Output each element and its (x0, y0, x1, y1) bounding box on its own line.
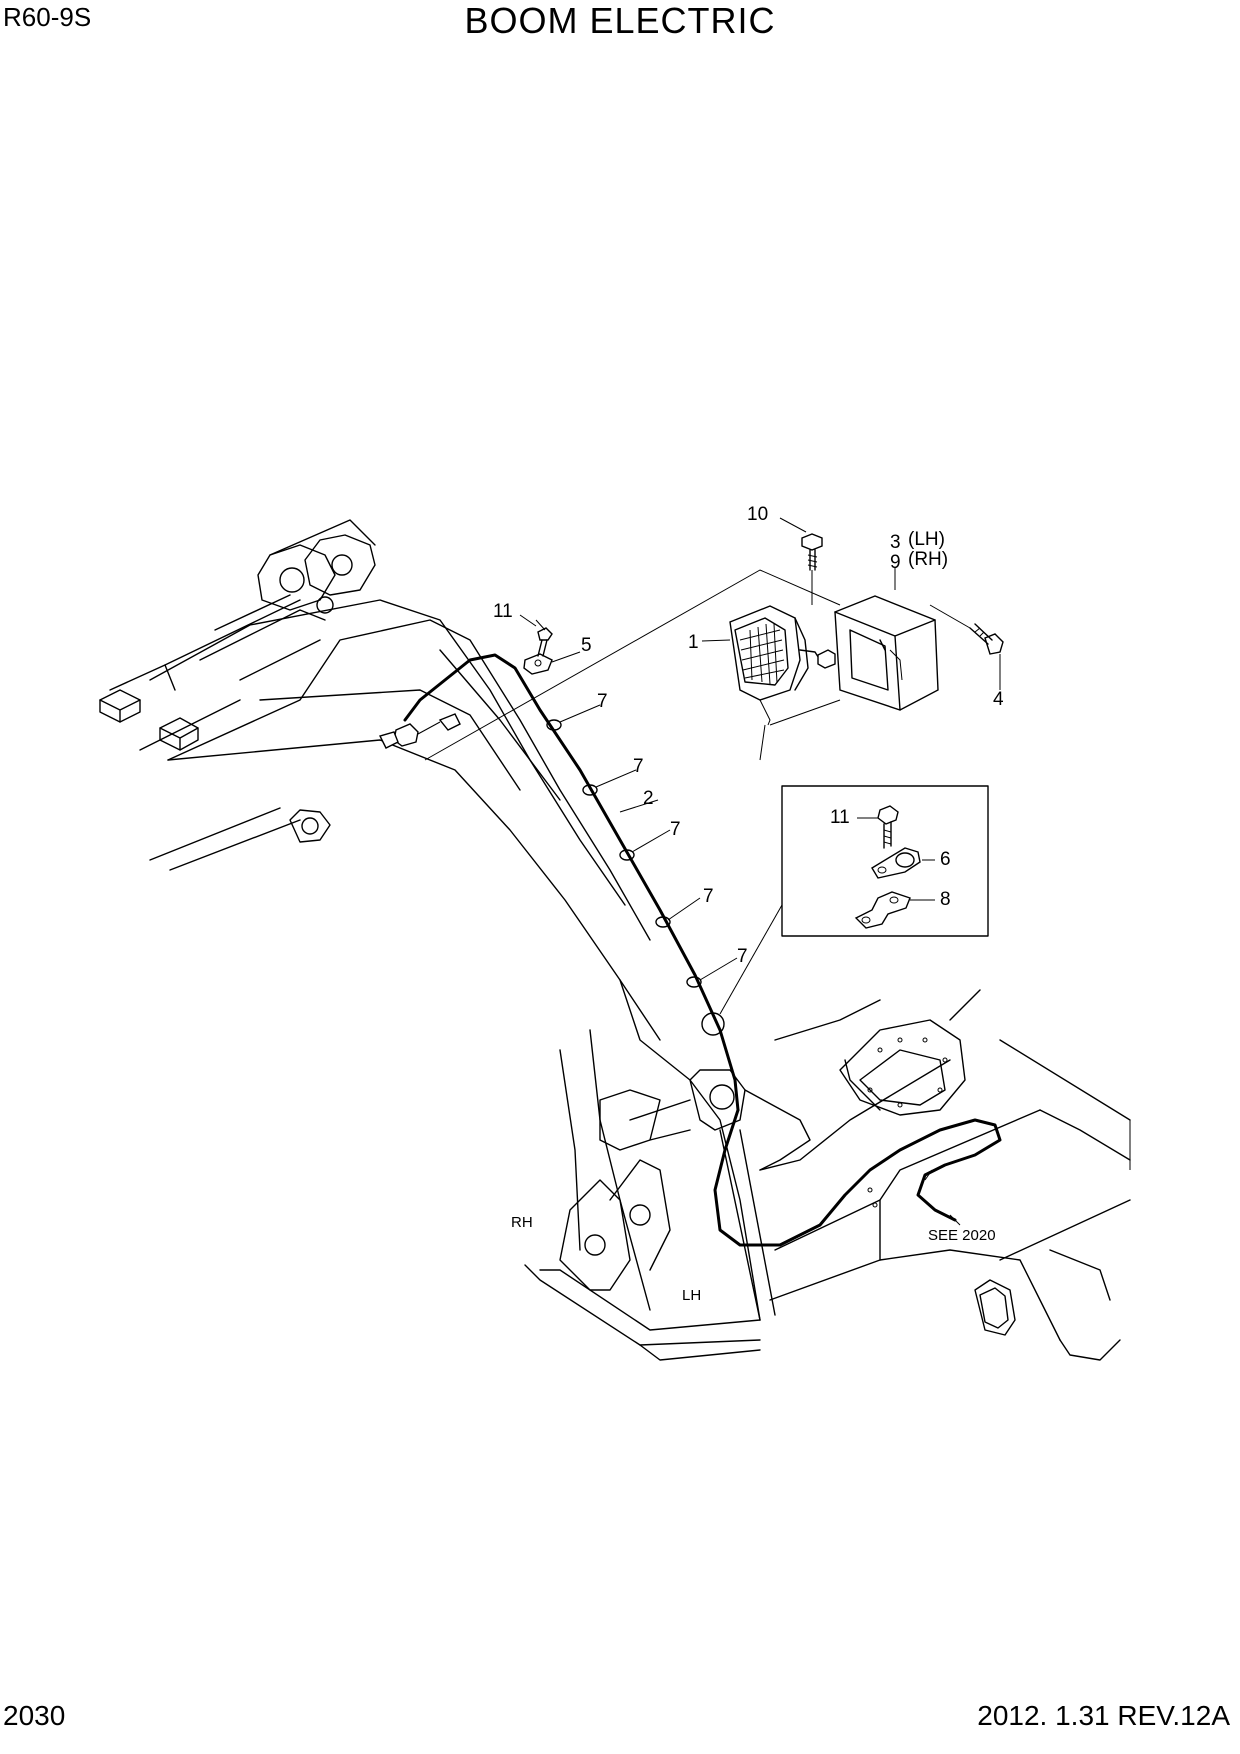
label-rh: RH (511, 1214, 533, 1231)
wire-harness (378, 653, 1002, 1247)
label-see-2020: SEE 2020 (928, 1227, 996, 1244)
bolt-4 (984, 633, 1004, 655)
callout-labels: 10 3 (LH) 9 (RH) 1 4 11 5 7 7 2 7 7 7 11… (493, 504, 1004, 967)
bolt-10 (801, 533, 823, 551)
callout-7-d: 7 (703, 886, 714, 907)
detail-bolt-11 (877, 805, 899, 825)
revision-date: 2012. 1.31 REV.12A (977, 1700, 1230, 1731)
callout-3: 3 (890, 532, 901, 553)
callout-8: 8 (940, 889, 951, 910)
harness-clamps (546, 719, 702, 988)
callout-11-tip: 11 (493, 601, 513, 622)
detail-marker-circle (701, 1012, 725, 1036)
harness-main (403, 653, 740, 1112)
lamp-connector (817, 649, 836, 669)
callout-9: 9 (890, 552, 901, 573)
swing-bracket (524, 979, 811, 1361)
callout-7-b: 7 (633, 756, 644, 777)
work-lamp-body (729, 605, 801, 701)
callout-4: 4 (993, 689, 1004, 710)
callout-10: 10 (747, 504, 768, 525)
page-number: 2030 (3, 1700, 66, 1731)
tip-clamp-assembly (523, 619, 553, 675)
callout-11-detail: 11 (830, 807, 850, 828)
callout-7-c: 7 (670, 819, 681, 840)
callout-leaders (519, 517, 1001, 981)
label-lh: LH (682, 1287, 701, 1304)
model-code: R60-9S (3, 2, 92, 32)
annotations: RH LH SEE 2020 (511, 1214, 996, 1304)
harness-connector (438, 713, 461, 731)
lamp-leader-line (424, 569, 841, 761)
callout-7-e: 7 (737, 946, 748, 967)
bolt-11-top (537, 627, 553, 641)
callout-3-side: (LH) (908, 529, 945, 550)
callout-9-side: (RH) (908, 549, 948, 570)
upper-frame (759, 989, 1131, 1361)
callout-2: 2 (643, 788, 654, 809)
callout-1: 1 (688, 632, 699, 653)
boom-upper-section (99, 519, 661, 1041)
page-title: BOOM ELECTRIC (464, 0, 776, 41)
detail-frame (781, 785, 989, 937)
detail-clamp-6 (871, 847, 921, 879)
clamp-plate-5 (523, 653, 553, 675)
detail-leader-line (719, 904, 783, 1015)
work-lamp-assembly (424, 533, 1004, 761)
callout-6: 6 (940, 849, 951, 870)
callout-5: 5 (581, 635, 592, 656)
callout-7-a: 7 (597, 691, 608, 712)
detail-box (781, 785, 989, 937)
